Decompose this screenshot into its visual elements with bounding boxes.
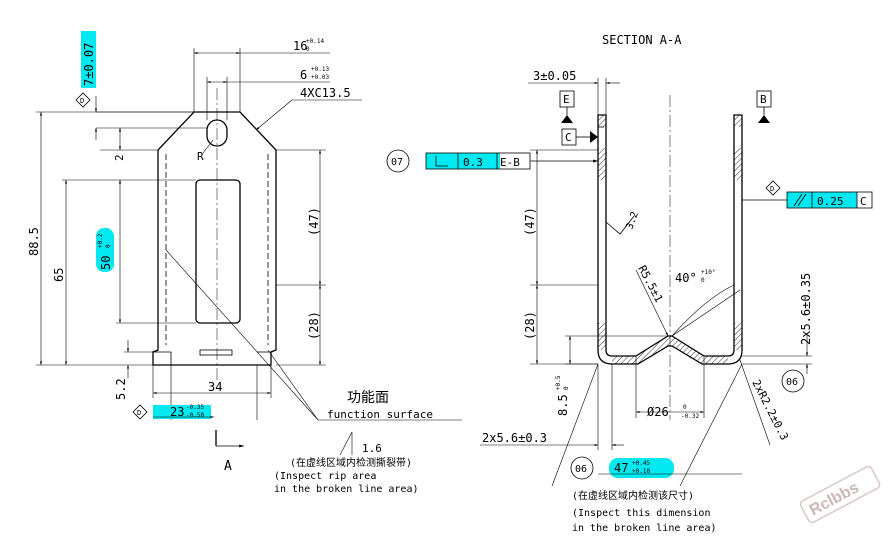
svg-text:Rclbbs: Rclbbs	[807, 479, 862, 519]
dim-2: 2	[113, 154, 126, 161]
svg-text:C: C	[860, 195, 867, 208]
dim-7-highlight	[81, 31, 96, 88]
angle-arc	[671, 284, 735, 337]
svg-text:+0.14: +0.14	[306, 38, 324, 45]
svg-text:+0.45: +0.45	[632, 460, 650, 467]
svg-text:06: 06	[786, 377, 798, 388]
svg-text:0: 0	[701, 277, 705, 284]
datum-e: E	[559, 90, 575, 123]
svg-text:D: D	[80, 97, 84, 105]
dim-23: 23	[170, 405, 184, 419]
dim-3: 3±0.05	[533, 69, 576, 83]
dim-47-bottom-highlight	[609, 458, 674, 478]
fcf-right: 0.25 C D	[742, 180, 873, 209]
svg-text:0.25: 0.25	[817, 195, 844, 208]
dim-47-front: (47)	[307, 207, 321, 236]
svg-text:0: 0	[105, 244, 112, 248]
dim-47-section: (47)	[523, 207, 537, 236]
datum-c: C	[561, 128, 598, 146]
dim-r5-5: R5.5±1	[635, 263, 665, 304]
rip-note-en-1: (Inspect rip area	[274, 471, 376, 482]
dim-65: 65	[52, 268, 66, 282]
svg-text:+0.5: +0.5	[555, 375, 562, 390]
svg-text:3.2: 3.2	[624, 210, 641, 231]
svg-text:0: 0	[563, 386, 570, 390]
svg-text:0: 0	[306, 46, 310, 53]
dim-r2-2: 2xR2.2±0.3	[749, 377, 791, 442]
svg-text:D: D	[770, 185, 774, 193]
front-view: 16 +0.14 0 6 +0.13 +0.03 4XC13.5 R 7±0.0…	[27, 31, 462, 495]
svg-text:E-B: E-B	[500, 156, 520, 169]
front-view-outline	[152, 111, 277, 366]
dim-28-front: (28)	[307, 311, 321, 340]
angle-40: 40°	[675, 271, 697, 285]
dim-50: 50	[99, 256, 113, 270]
svg-text:+10°: +10°	[701, 269, 715, 276]
front-window	[195, 179, 241, 324]
roughness-symbol: 3.2	[605, 210, 641, 235]
radius-label: R	[197, 150, 204, 163]
inspect-note-cn: (在虚线区域内检测该尺寸)	[572, 489, 694, 502]
dim-34: 34	[208, 380, 222, 394]
svg-text:C: C	[565, 131, 572, 144]
rip-note-en-2: in the broken line area)	[274, 484, 419, 495]
section-view: SECTION A-A 3±0.05 E B	[386, 33, 873, 534]
svg-text:+0.03: +0.03	[311, 74, 329, 81]
bottom-tab-left	[153, 351, 172, 365]
dim-50-highlight	[96, 228, 114, 272]
svg-text:-0.50: -0.50	[186, 412, 204, 419]
section-title: SECTION A-A	[602, 33, 682, 47]
fcf-07: 07 0.3 E-B	[386, 149, 598, 173]
svg-text:+0.10: +0.10	[632, 468, 650, 475]
dim-28-section: (28)	[523, 311, 537, 340]
section-label-a: A	[224, 459, 232, 474]
dim-5-6-vertical: 2x5.6±0.35	[799, 273, 813, 345]
dim-5-6-horizontal: 2x5.6±0.3	[482, 431, 547, 445]
balloon-06-right	[781, 369, 805, 393]
svg-text:B: B	[760, 93, 767, 106]
bottom-notch	[199, 349, 233, 356]
svg-text:+0.13: +0.13	[311, 66, 329, 73]
dim-8-5: 8.5	[556, 394, 570, 416]
svg-text:0: 0	[683, 404, 687, 411]
dim-88-5: 88.5	[27, 227, 41, 256]
inspect-note-en-2: in the broken line area)	[572, 523, 717, 534]
svg-text:D: D	[137, 409, 141, 417]
diamond-d-bottom: D	[132, 404, 148, 420]
function-surface-cn: 功能面	[347, 390, 389, 406]
dim-47-bottom: 47	[614, 461, 628, 475]
svg-text:-0.32: -0.32	[681, 413, 699, 420]
dim-5-2: 5.2	[114, 378, 128, 400]
balloon-07: 07	[391, 157, 403, 168]
dim-23-highlight	[153, 405, 211, 419]
chamfer-note: 4XC13.5	[300, 86, 351, 100]
dim-6: 6	[300, 68, 307, 82]
svg-text:0.3: 0.3	[463, 156, 483, 169]
rip-note-cn: (在虚线区域内检测撕裂带)	[290, 456, 412, 469]
dim-16: 16	[293, 39, 307, 53]
diamond-d-top: D	[75, 92, 91, 108]
dim-7: 7±0.07	[82, 43, 96, 86]
datum-b: B	[756, 90, 772, 123]
function-surface-en: function surface	[327, 408, 433, 421]
svg-text:+0.2: +0.2	[97, 233, 104, 248]
watermark-logo: Rclbbs	[799, 465, 881, 524]
inspect-note-en-1: (Inspect this dimension	[572, 508, 710, 519]
rip-value: 1.6	[362, 442, 382, 455]
balloon-06-bottom	[570, 456, 594, 480]
svg-text:E: E	[563, 93, 570, 106]
dim-26: Ø26	[647, 405, 669, 419]
svg-text:-0.35: -0.35	[186, 404, 204, 411]
svg-text:06: 06	[575, 464, 587, 475]
